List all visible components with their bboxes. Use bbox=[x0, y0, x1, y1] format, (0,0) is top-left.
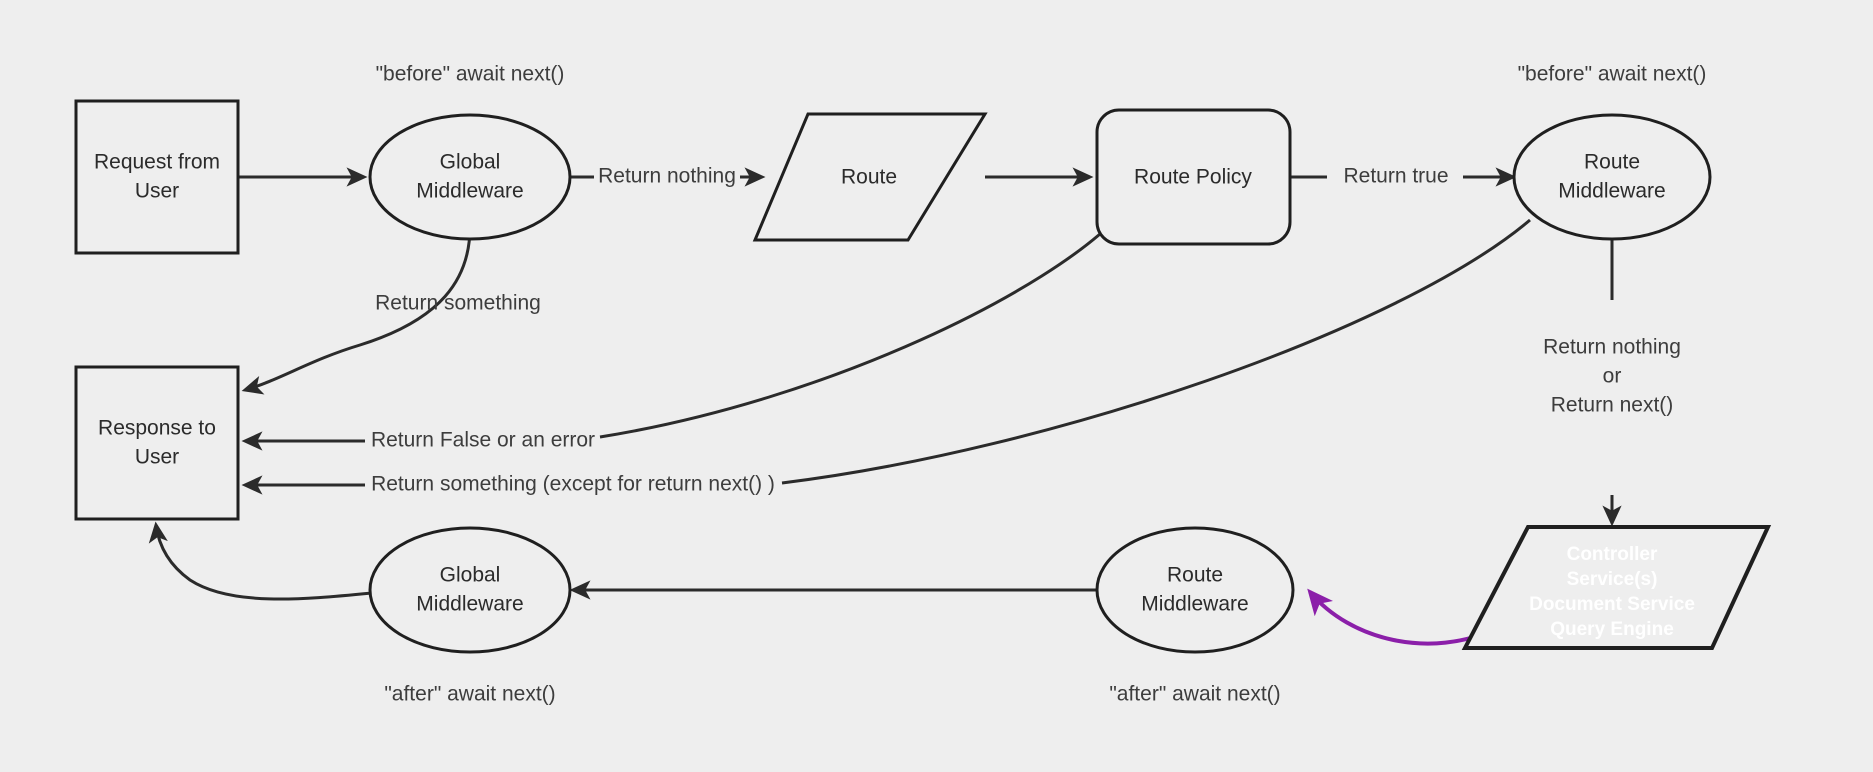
node-global-middleware-before[interactable]: Global Middleware bbox=[368, 113, 572, 241]
edge-label-return-true: Return true bbox=[1343, 165, 1448, 188]
node-route-middleware-after[interactable]: Route Middleware bbox=[1095, 526, 1295, 654]
annotation-before-route-middleware: "before" await next() bbox=[1518, 63, 1707, 86]
controller-services-shape bbox=[1461, 525, 1772, 650]
route-label: Route bbox=[841, 166, 897, 189]
controller-services-label-line1: Controller bbox=[1567, 544, 1658, 565]
edge-label-return-something: Return something bbox=[375, 292, 541, 315]
node-global-middleware-after[interactable]: Global Middleware bbox=[368, 526, 572, 654]
request-from-user-shape bbox=[74, 99, 240, 255]
controller-services-label-line2: Service(s) bbox=[1567, 569, 1658, 590]
node-route-policy[interactable]: Route Policy bbox=[1095, 108, 1292, 246]
node-controller-services[interactable]: Controller Service(s) Document Service Q… bbox=[1461, 525, 1772, 650]
request-from-user-label-line1: Request from bbox=[94, 151, 220, 174]
global-middleware-after-label-line2: Middleware bbox=[416, 593, 523, 616]
response-to-user-label-line2: User bbox=[135, 446, 179, 469]
edge-label-return-nothing-or-next-line1: Return nothing bbox=[1543, 336, 1681, 359]
annotation-after-route-middleware: "after" await next() bbox=[1109, 683, 1280, 706]
controller-services-label-line3: Document Service bbox=[1529, 594, 1695, 615]
edge-route-middleware-to-response-curve bbox=[781, 218, 1531, 485]
route-middleware-before-shape bbox=[1512, 113, 1712, 241]
response-to-user-label-line1: Response to bbox=[98, 417, 216, 440]
edge-route-policy-to-response-curve bbox=[599, 213, 1122, 439]
global-middleware-after-label-line1: Global bbox=[440, 564, 501, 587]
response-to-user-shape bbox=[74, 365, 240, 521]
edge-label-return-nothing-or-next-line3: Return next() bbox=[1551, 394, 1674, 417]
global-middleware-before-shape bbox=[368, 113, 572, 241]
route-policy-shape bbox=[1095, 108, 1292, 246]
route-middleware-after-label-line1: Route bbox=[1167, 564, 1223, 587]
node-response-to-user[interactable]: Response to User bbox=[74, 365, 240, 521]
route-middleware-after-shape bbox=[1095, 526, 1295, 654]
node-request-from-user[interactable]: Request from User bbox=[74, 99, 240, 255]
route-middleware-before-label-line1: Route bbox=[1584, 151, 1640, 174]
global-middleware-before-label-line1: Global bbox=[440, 151, 501, 174]
edge-global-middleware-after-to-response bbox=[148, 521, 373, 601]
edge-label-return-nothing: Return nothing bbox=[598, 165, 736, 188]
global-middleware-before-label-line2: Middleware bbox=[416, 180, 523, 203]
route-shape bbox=[752, 112, 988, 242]
node-route-middleware-before[interactable]: Route Middleware bbox=[1512, 113, 1712, 241]
route-middleware-before-label-line2: Middleware bbox=[1558, 180, 1665, 203]
annotation-after-global-middleware: "after" await next() bbox=[384, 683, 555, 706]
edge-label-return-nothing-or-next-line2: or bbox=[1603, 365, 1622, 388]
controller-services-label-line4: Query Engine bbox=[1550, 619, 1674, 640]
node-route[interactable]: Route bbox=[752, 112, 988, 242]
edge-global-middleware-to-response bbox=[241, 226, 472, 395]
route-policy-label: Route Policy bbox=[1134, 166, 1252, 189]
edge-label-return-false-or-error: Return False or an error bbox=[371, 429, 595, 452]
request-from-user-label-line2: User bbox=[135, 180, 179, 203]
route-middleware-after-label-line2: Middleware bbox=[1141, 593, 1248, 616]
annotation-before-global-middleware: "before" await next() bbox=[376, 63, 565, 86]
edge-label-return-something-except: Return something (except for return next… bbox=[371, 473, 775, 496]
global-middleware-after-shape bbox=[368, 526, 572, 654]
